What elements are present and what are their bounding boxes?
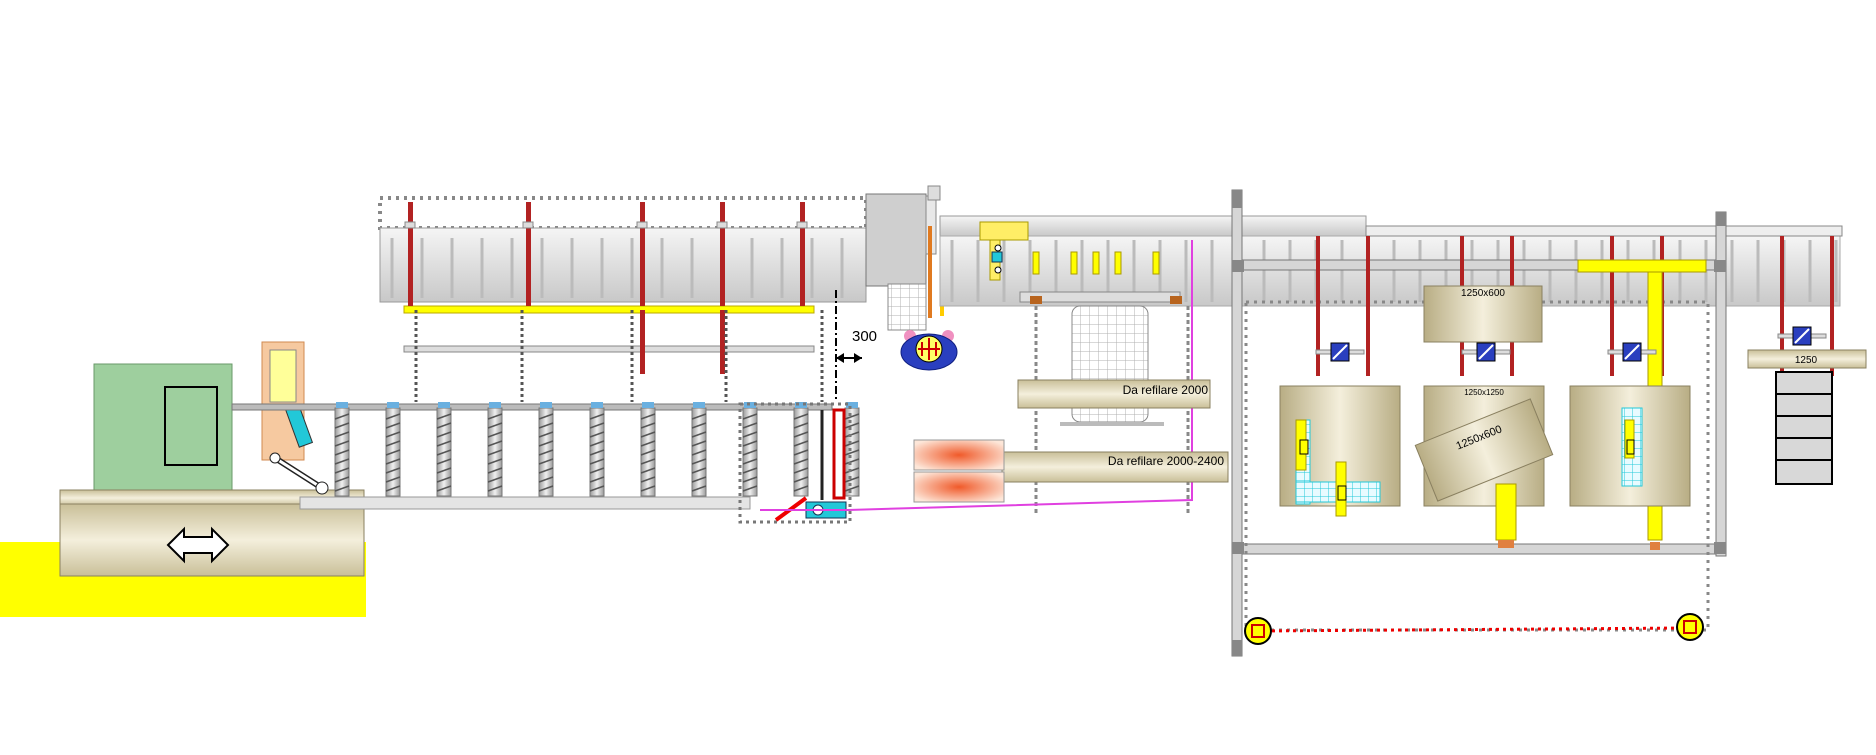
magenta-line xyxy=(760,240,1193,511)
screw-rollers xyxy=(334,402,860,497)
roller-conveyor xyxy=(231,402,860,524)
machine-window xyxy=(164,386,218,466)
grid-panel xyxy=(887,283,927,331)
red-post xyxy=(640,202,645,306)
grey-cabinet xyxy=(865,193,927,287)
dotted-guard-top-left xyxy=(378,196,868,230)
red-post xyxy=(640,310,645,374)
safety-post-icon xyxy=(1244,617,1272,645)
yellow-peg xyxy=(1152,251,1160,275)
work-table-1 xyxy=(1279,385,1401,517)
work-table-3 xyxy=(1569,385,1691,507)
red-posts xyxy=(404,202,808,374)
refilare-2000-label: Da refilare 2000 xyxy=(1123,383,1209,397)
loader-machine xyxy=(0,341,366,617)
yellow-peg xyxy=(1092,251,1100,275)
refilare-stations: Da refilare 2000 Da refilare 2000-2400 xyxy=(913,379,1229,503)
red-post xyxy=(1830,236,1834,376)
yellow-peg xyxy=(1070,251,1078,275)
stacker-1250: 1250 xyxy=(1747,349,1867,485)
conveyor-end-frame xyxy=(738,402,852,524)
refilare-2000-table xyxy=(1017,379,1211,409)
dimension-label: 300 xyxy=(852,328,877,345)
yellow-gantry-head xyxy=(979,221,1029,241)
sheet-1250x1250-label: 1250x1250 xyxy=(1464,388,1504,397)
yellow-panel xyxy=(269,349,297,403)
refilare-2000-2400-label: Da refilare 2000-2400 xyxy=(1108,454,1224,468)
red-post xyxy=(526,202,531,306)
yellow-peg xyxy=(1114,251,1122,275)
green-machine-body xyxy=(93,363,233,497)
sheet-1250x600-top: 1250x600 xyxy=(1423,285,1543,343)
salmon-panel-2 xyxy=(913,471,1005,503)
safety-curtain xyxy=(1244,613,1704,645)
red-post xyxy=(1610,236,1614,376)
yellow-pegs xyxy=(1032,251,1160,275)
operator-icon xyxy=(900,330,958,371)
yellow-peg xyxy=(1032,251,1040,275)
salmon-panel-1 xyxy=(913,439,1005,471)
stacker-label: 1250 xyxy=(1795,355,1818,366)
yellow-rail-left xyxy=(403,305,815,314)
sheet-label: 1250x600 xyxy=(1461,288,1505,299)
safety-post-icon xyxy=(1676,613,1704,641)
red-post xyxy=(720,310,725,374)
bottom-beam xyxy=(1241,543,1717,555)
red-post xyxy=(1366,236,1370,376)
center-station xyxy=(865,185,958,371)
red-post xyxy=(408,202,413,306)
yellow-gantry-beam xyxy=(1577,259,1707,273)
red-post xyxy=(720,202,725,306)
blue-cups xyxy=(1315,326,1827,362)
red-post xyxy=(1780,236,1784,376)
dotted-guard-right xyxy=(1244,300,1710,632)
top-left-conveyor xyxy=(378,196,868,402)
red-post xyxy=(800,202,805,306)
refilare-2000-2400-table xyxy=(1001,451,1229,483)
work-table-2: 1250x1250 1250x600 xyxy=(1414,385,1554,548)
dimension-marker: 300 xyxy=(835,290,877,400)
conveyor-slats xyxy=(390,238,844,298)
red-post xyxy=(1316,236,1320,376)
double-arrow-icon xyxy=(166,526,230,564)
left-pillar xyxy=(1231,189,1243,657)
dashed-legs xyxy=(414,310,824,402)
yellow-block xyxy=(1495,483,1517,541)
